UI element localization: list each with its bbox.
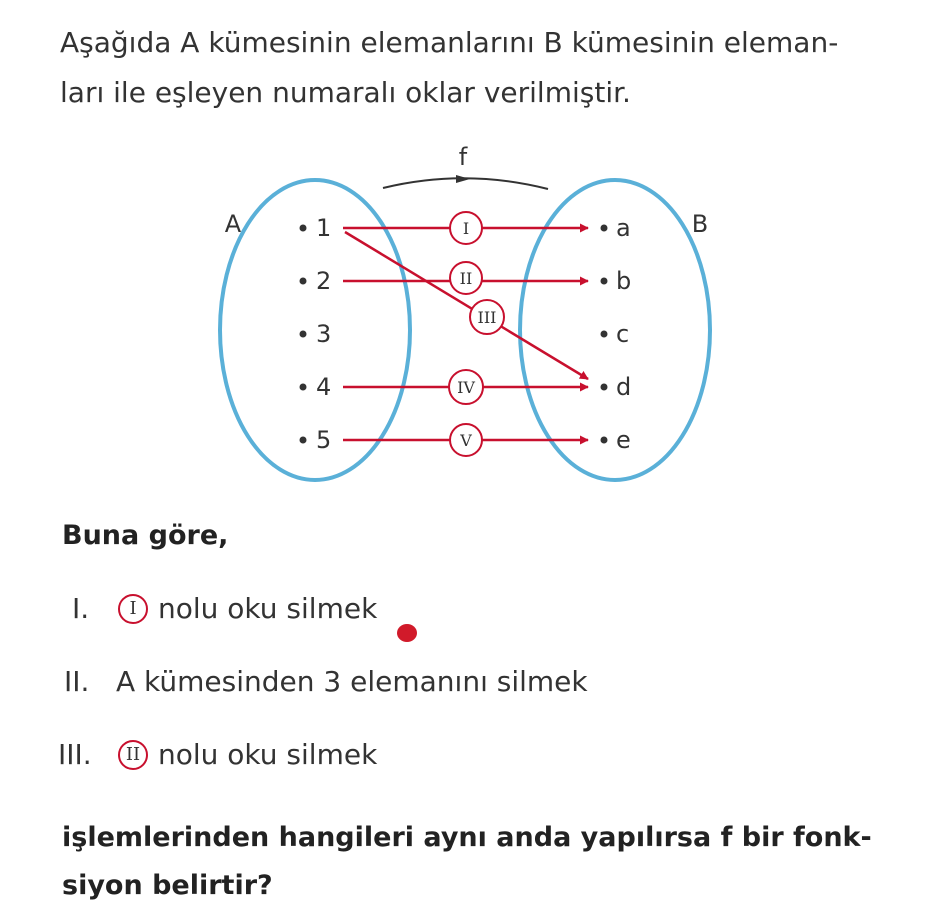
option-3: III. II nolu oku silmek (58, 738, 377, 771)
set-a-dot (299, 224, 307, 232)
intro-text: Aşağıda A kümesinin elemanlarını B kümes… (60, 18, 920, 118)
set-b-elements: a b c d e (600, 214, 631, 454)
option-2: II. A kümesinden 3 elemanını silmek (64, 665, 588, 698)
lead-text: Buna göre, (62, 520, 229, 551)
set-a-dot (299, 436, 307, 444)
set-a-dot (299, 383, 307, 391)
set-b-dot (600, 224, 608, 232)
option-badge: I (118, 593, 148, 624)
option-1: I. I nolu oku silmek (72, 592, 377, 625)
set-b-dot (600, 383, 608, 391)
set-a-dot (299, 277, 307, 285)
set-a-ellipse (218, 178, 412, 482)
arrow-badges: I II III IV V (448, 211, 505, 457)
arrow-badge-label: IV (457, 378, 475, 397)
arrow-badge-circle (448, 369, 484, 405)
option-text: A kümesinden 3 elemanını silmek (116, 665, 588, 698)
question-text: işlemlerinden hangileri aynı anda yapılı… (62, 814, 922, 910)
arrow-badge-label: I (463, 219, 469, 238)
option-text: nolu oku silmek (158, 738, 378, 771)
set-b-element: b (616, 267, 631, 295)
arrow-badge-circle (449, 423, 483, 457)
set-b-dot (600, 436, 608, 444)
option-number: I. (72, 592, 90, 625)
set-a-element: 1 (316, 214, 331, 242)
arrow-badge-label: III (478, 308, 497, 327)
set-b-label: B (692, 210, 708, 238)
set-a-label: A (225, 210, 242, 238)
arrows (343, 223, 589, 445)
question-line-2: siyon belirtir? (62, 870, 273, 901)
set-a-elements: 1 2 3 4 5 (299, 214, 331, 454)
option-number: II. (64, 665, 90, 698)
option-text: nolu oku silmek (158, 592, 378, 625)
set-a-element: 5 (316, 426, 331, 454)
pointer-cursor-icon (397, 624, 417, 642)
question-line-1: işlemlerinden hangileri aynı anda yapılı… (62, 822, 872, 853)
arrow-badge-circle (449, 211, 483, 245)
option-badge: II (118, 739, 148, 770)
set-b-dot (600, 330, 608, 338)
intro-line-1: Aşağıda A kümesinin elemanlarını B kümes… (60, 26, 839, 59)
set-b-element: c (616, 320, 629, 348)
set-b-element: e (616, 426, 631, 454)
function-label: f (459, 143, 468, 171)
set-b-element: d (616, 373, 631, 401)
arrow-badge-label: V (459, 431, 472, 450)
set-b-element: a (616, 214, 631, 242)
arrow-badge-circle (469, 299, 505, 335)
set-b-dot (600, 277, 608, 285)
arrow-line-1-d (344, 230, 589, 381)
arrow-badge-circle (449, 261, 483, 295)
set-a-dot (299, 330, 307, 338)
arrow-badge-label: II (460, 269, 473, 288)
intro-line-2: ları ile eşleyen numaralı oklar verilmiş… (60, 76, 631, 109)
mapping-diagram: f A B 1 2 3 4 5 a b c d e (218, 143, 712, 482)
function-curve-arrowhead (456, 175, 470, 183)
set-a-element: 4 (316, 373, 331, 401)
set-a-element: 3 (316, 320, 331, 348)
set-b-ellipse (518, 178, 712, 482)
set-a-element: 2 (316, 267, 331, 295)
option-number: III. (58, 738, 92, 771)
